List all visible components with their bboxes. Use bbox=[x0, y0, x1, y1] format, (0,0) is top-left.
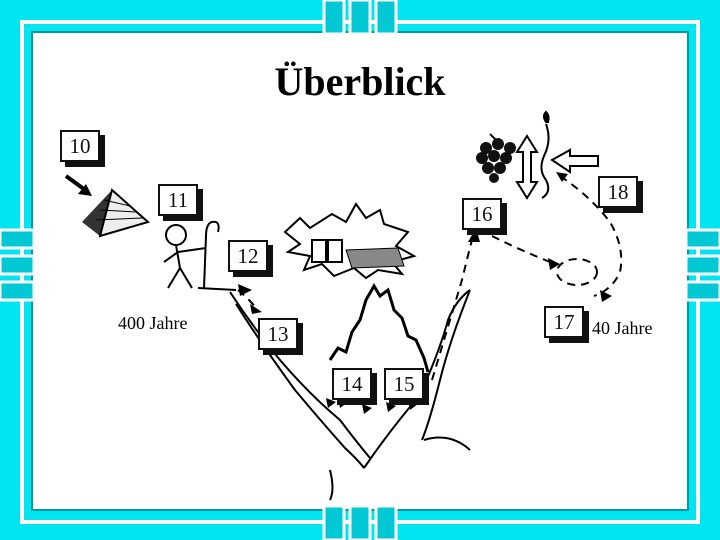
number-box-17: 17 bbox=[544, 306, 584, 338]
number-box-12: 12 bbox=[228, 240, 268, 272]
flow-paths bbox=[229, 283, 471, 501]
number-box-11: 11 bbox=[158, 184, 198, 216]
slide-title: Überblick bbox=[274, 59, 446, 104]
number-box-15: 15 bbox=[384, 368, 424, 400]
double-arrow-icon bbox=[515, 134, 539, 200]
number-box-13: 13 bbox=[258, 318, 298, 350]
sinai-burst-icon bbox=[283, 202, 417, 280]
moses-figure-icon bbox=[163, 220, 237, 291]
arrowheads bbox=[238, 172, 612, 414]
arrow-to-pyramid bbox=[64, 174, 92, 196]
duration-label-400: 400 Jahre bbox=[118, 313, 188, 333]
duration-label-40: 40 Jahre bbox=[592, 318, 653, 338]
number-box-16: 16 bbox=[462, 198, 502, 230]
grapes-icon bbox=[476, 133, 516, 183]
arrow-left-icon bbox=[550, 148, 599, 174]
number-box-18: 18 bbox=[598, 176, 638, 208]
pyramid-icon bbox=[82, 188, 151, 238]
number-box-10: 10 bbox=[60, 130, 100, 162]
number-box-14: 14 bbox=[332, 368, 372, 400]
serpent-staff-icon bbox=[540, 110, 550, 199]
